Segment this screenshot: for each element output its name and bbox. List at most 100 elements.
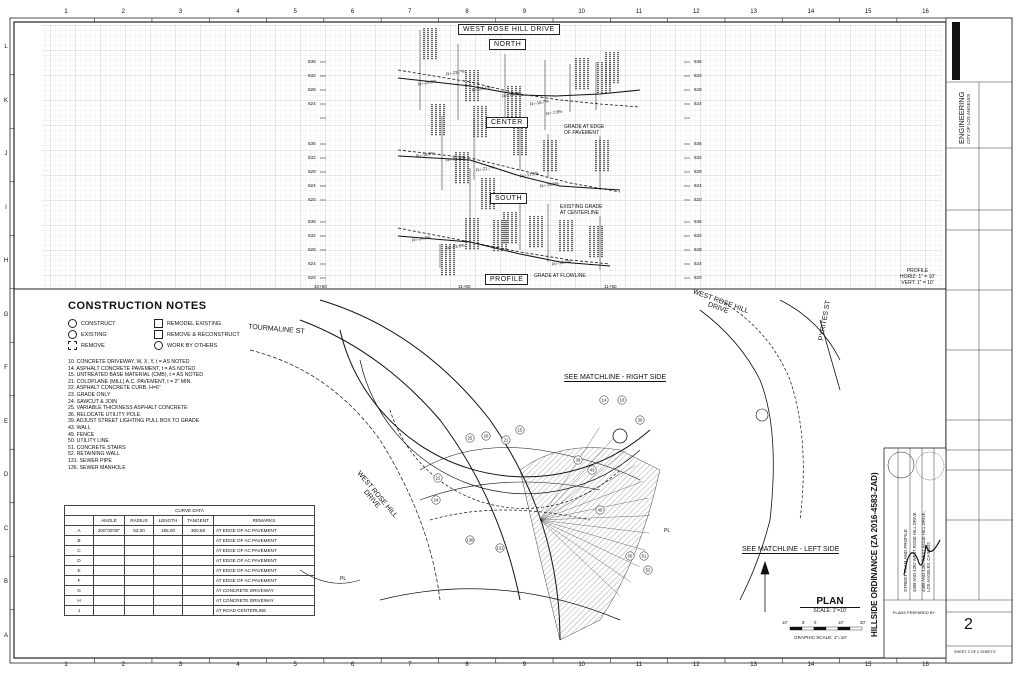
street-label-box: WEST ROSE HILL DRIVE <box>458 24 560 35</box>
row-label: L <box>4 44 8 50</box>
table-cell <box>182 595 214 606</box>
column-label-bottom: 11 <box>635 662 643 668</box>
row-label: J <box>4 151 8 157</box>
curve-table-header: ANGLE <box>93 515 125 526</box>
column-label-top: 4 <box>236 9 240 15</box>
callout-circle <box>431 495 441 505</box>
note-item: 24. SAWCUT & JOIN <box>68 398 118 405</box>
row-label: D <box>3 472 9 478</box>
sheet-number: 2 <box>964 616 973 633</box>
table-cell <box>93 555 125 566</box>
column-label-top: 1 <box>64 9 68 15</box>
callout-number: 39 <box>576 458 581 463</box>
column-label-bottom: 7 <box>408 662 412 668</box>
column-label-top: 16 <box>922 9 929 15</box>
callout-circle <box>595 505 605 515</box>
callout-circle <box>501 435 511 445</box>
table-cell <box>124 595 154 606</box>
plan-title: PLAN <box>800 596 860 608</box>
curve-table-header: LENGTH <box>153 515 183 526</box>
column-label-bottom: 5 <box>293 662 297 668</box>
scale-tick-label: 5' <box>802 620 806 625</box>
column-label-bottom: 15 <box>864 662 872 668</box>
row-label: A <box>3 632 8 639</box>
legend-label: REMOVE & RECONSTRUCT <box>167 331 240 338</box>
south-label-box: SOUTH <box>490 193 527 204</box>
row-label: G <box>3 311 9 318</box>
elevation-label-left: 620 <box>308 275 316 280</box>
row-label: I <box>5 204 7 211</box>
callout-number: 49 <box>598 508 603 513</box>
row-label: K <box>3 97 8 104</box>
elevation-label-right: 628 <box>694 87 702 92</box>
table-cell <box>153 545 183 556</box>
column-label-bottom: 13 <box>750 662 757 668</box>
north-label: NORTH <box>494 41 522 48</box>
city-label: CITY OF LOS ANGELES <box>966 93 971 144</box>
column-label-bottom: 1 <box>64 662 68 668</box>
note-item: 15. UNTREATED BASE MATERIAL (CMB), t = A… <box>68 372 203 379</box>
engineering-label: ENGINEERING <box>957 91 966 144</box>
callout-number: 51 <box>642 554 647 559</box>
callout-number: 10 <box>620 398 625 403</box>
elevation-label-right: 624 <box>694 183 702 188</box>
table-cell <box>153 575 183 586</box>
scale-tick-label: 20' <box>860 620 866 625</box>
column-label-top: 7 <box>408 9 412 15</box>
row-label: H <box>3 258 9 264</box>
note-item: 10. CONCRETE DRIVEWAY, W, X, Y, t = AS N… <box>68 359 190 365</box>
note-item: 136. SEWER MANHOLE <box>68 464 126 471</box>
note-item: 51. CONCRETE STAIRS <box>68 444 126 451</box>
row-label: E <box>3 418 8 425</box>
table-cell <box>153 535 183 546</box>
table-cell <box>153 585 183 596</box>
callout-circle <box>495 543 505 553</box>
table-cell: AT CONCRETE DRIVEWAY <box>213 595 315 606</box>
table-cell: J <box>64 605 94 616</box>
table-cell <box>153 605 183 616</box>
note-item: 23. GRADE ONLY <box>68 391 111 398</box>
callout-circle <box>465 535 475 545</box>
table-cell: AT EDGE OF AC PAVEMENT <box>213 555 315 566</box>
column-label-top: 11 <box>635 9 643 15</box>
table-cell <box>93 605 125 616</box>
callout-circle <box>587 465 597 475</box>
note-item: 50. UTILITY LINE <box>68 438 109 445</box>
elevation-label-right: 632 <box>694 233 702 238</box>
station-label: 11+00 <box>458 284 471 289</box>
elevation-label-left: 628 <box>308 87 316 92</box>
table-cell: A <box>64 525 94 536</box>
table-cell <box>182 555 214 566</box>
existing-grade-note: EXISTING GRADE AT CENTERLINE <box>560 204 603 216</box>
callout-number: 43 <box>590 468 595 473</box>
sheet-of-label: SHEET 2 OF 2 SHEETS <box>954 650 996 654</box>
column-label-top: 9 <box>522 9 527 15</box>
column-label-bottom: 8 <box>465 662 469 668</box>
notes-list: 10. CONCRETE DRIVEWAY, W, X, Y, t = AS N… <box>68 359 268 471</box>
column-label-top: 3 <box>178 9 183 15</box>
table-cell: 185.00 <box>153 525 183 536</box>
table-cell: E <box>64 565 94 576</box>
table-cell <box>153 595 183 606</box>
column-label-bottom: 3 <box>178 662 183 668</box>
graphic-scale-label: GRAPHIC SCALE: 1"=10' <box>794 635 847 640</box>
ordinance-title: HILLSIDE ORDINANCE (ZA 2016-4583-ZAD) <box>870 472 879 637</box>
column-label-bottom: 10 <box>578 662 586 668</box>
elevation-label-left: 636 <box>308 219 316 224</box>
scale-tick-label: 10' <box>782 620 788 625</box>
table-cell <box>182 585 214 596</box>
legend-label: REMOVE <box>81 342 105 349</box>
curve-table-header <box>64 515 94 526</box>
note-item: 14. ASPHALT CONCRETE PAVEMENT, t = AS NO… <box>68 365 196 372</box>
table-cell: F <box>64 575 94 586</box>
matchline-left-label: SEE MATCHLINE - LEFT SIDE <box>742 546 840 554</box>
table-cell: B <box>64 535 94 546</box>
legend-item: WORK BY OTHERS <box>154 340 264 351</box>
profile-grid <box>42 25 942 289</box>
table-cell <box>182 575 214 586</box>
callout-circle <box>635 415 645 425</box>
callout-circle <box>639 551 649 561</box>
